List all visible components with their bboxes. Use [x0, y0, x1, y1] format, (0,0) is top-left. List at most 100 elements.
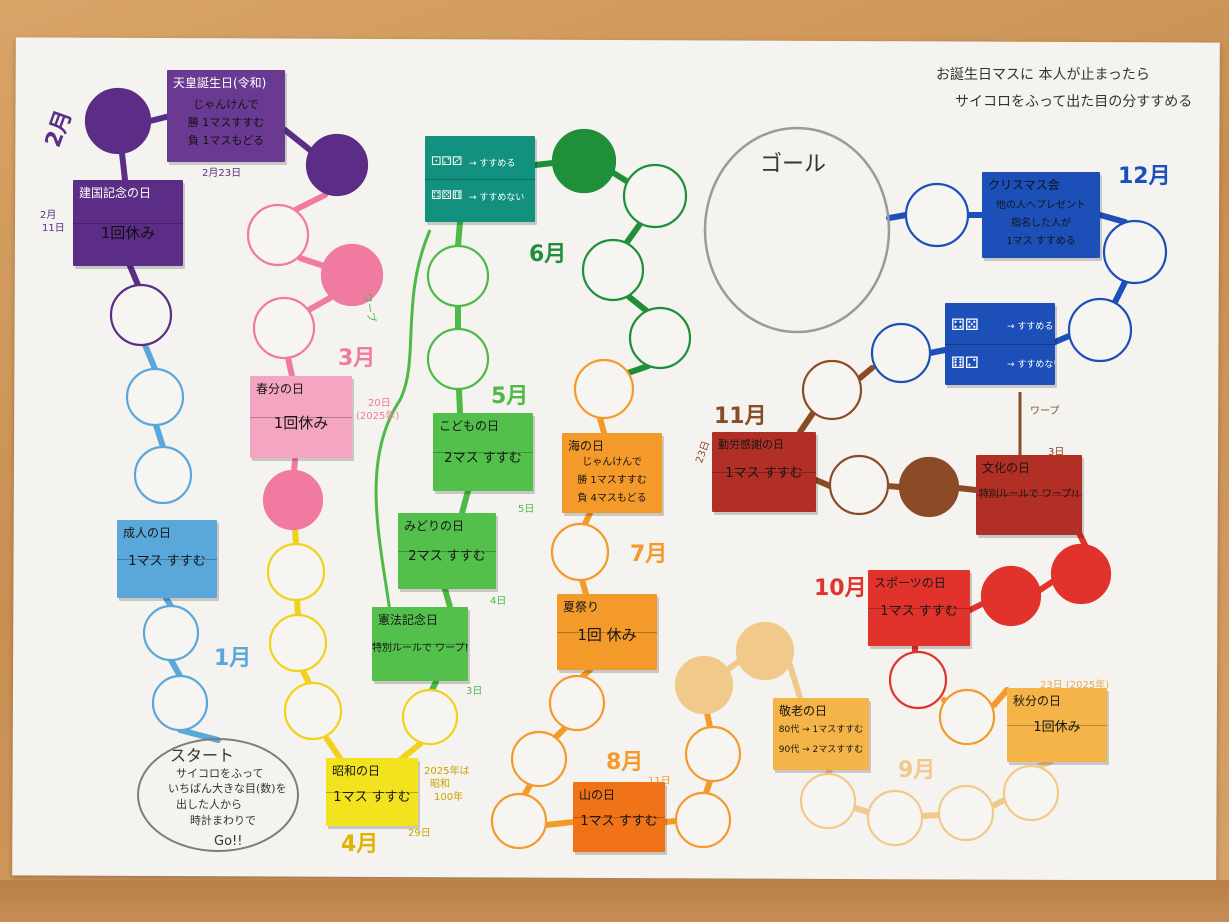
card-showa[interactable]: 昭和の日 1マス すすむ [326, 758, 418, 826]
wooden-floor [0, 880, 1229, 922]
board-space[interactable] [904, 182, 970, 248]
card-line: じゃんけんで [193, 98, 259, 111]
path-connector [919, 812, 942, 819]
card-keirou[interactable]: 敬老の日 80代 → 1マスすすむ 90代 → 2マスすすむ [773, 698, 869, 770]
path-connector [168, 657, 183, 679]
card-body: 1マス すすむ [880, 604, 958, 619]
card-dice-december[interactable]: ⚃⚄ → すすめる ⚅⚁ → すすめない [945, 303, 1055, 385]
board-space[interactable] [888, 650, 948, 710]
card-title: 天皇誕生日(令和) [173, 76, 267, 90]
path-connector [543, 819, 576, 828]
board-space[interactable] [142, 604, 200, 662]
board-space[interactable] [262, 469, 324, 531]
board-space[interactable] [674, 791, 732, 849]
board-space[interactable] [490, 792, 548, 850]
start-space[interactable] [137, 738, 299, 852]
start-line-1: サイコロをふって [176, 767, 264, 780]
board-space[interactable] [674, 655, 734, 715]
board-space[interactable] [84, 87, 152, 155]
warp-path [374, 229, 432, 613]
board-space[interactable] [548, 674, 606, 732]
card-title: 勤労感謝の日 [718, 438, 784, 451]
board-space[interactable] [426, 327, 490, 391]
path-connector [1037, 579, 1055, 593]
board-space[interactable] [283, 681, 343, 741]
card-fold [557, 632, 657, 633]
board-space[interactable] [550, 522, 610, 582]
board-space[interactable] [266, 542, 326, 602]
goal-space[interactable] [703, 126, 891, 334]
card-fold [372, 644, 468, 645]
card-line: 勝 1マスすすむ [577, 475, 647, 486]
path-connector [397, 741, 423, 763]
board-space[interactable] [133, 445, 193, 505]
path-connector [302, 295, 333, 315]
board-space[interactable] [125, 367, 185, 427]
card-tennou-birthday[interactable]: 天皇誕生日(令和) じゃんけんで 勝 1マスすすむ 負 1マスもどる [167, 70, 285, 162]
card-shubun[interactable]: 秋分の日 1回休み [1007, 688, 1107, 762]
dice-row-1: → すすめる [1007, 322, 1054, 332]
card-body: 1回休み [100, 224, 156, 242]
board-space[interactable] [1102, 219, 1168, 285]
card-title: スポーツの日 [874, 576, 946, 590]
start-line-5: Go!! [214, 834, 243, 849]
card-shunbun[interactable]: 春分の日 1回休み [250, 376, 352, 458]
board-space[interactable] [109, 283, 173, 347]
board-space[interactable] [510, 730, 568, 788]
note-nov3: 3日 [1048, 447, 1065, 458]
card-sports[interactable]: スポーツの日 1マス すすむ [868, 570, 970, 646]
card-dice-june[interactable]: ⚀⚁⚂ → すすめる ⚃⚄⚅ → すすめない [425, 136, 535, 222]
board-space[interactable] [938, 688, 996, 746]
dice-icon: ⚀⚁⚂ [431, 154, 463, 168]
board-space[interactable] [622, 163, 688, 229]
card-bunka[interactable]: 文化の日 特別ルールで ワープ!! [976, 455, 1082, 535]
rule-line-2: サイコロをふって出た目の分すすめる [955, 94, 1193, 110]
card-body: 1回休み [1033, 720, 1081, 735]
card-seijin[interactable]: 成人の日 1マス すすむ [117, 520, 217, 598]
board-space[interactable] [426, 244, 490, 308]
card-kenkoku[interactable]: 建国記念の日 1回休み [73, 180, 183, 266]
path-connector [163, 595, 174, 609]
board-space[interactable] [551, 128, 617, 194]
card-umi[interactable]: 海の日 じゃんけんで 勝 1マスすすむ 負 4マスもどる [562, 433, 662, 513]
card-midori[interactable]: みどりの日 2マス すすむ [398, 513, 496, 589]
board-space[interactable] [305, 133, 369, 197]
board-space[interactable] [937, 784, 995, 842]
rule-line-1: お誕生日マスに 本人が止まったら [936, 67, 1150, 83]
board-space[interactable] [735, 621, 795, 681]
board-space[interactable] [268, 613, 328, 673]
board-space[interactable] [573, 358, 635, 420]
card-kinro[interactable]: 勤労感謝の日 1マス すすむ [712, 432, 816, 512]
board-space[interactable] [252, 296, 316, 360]
board-space[interactable] [980, 565, 1042, 627]
path-connector [625, 293, 651, 315]
card-yama[interactable]: 山の日 1マス すすむ [573, 782, 665, 852]
board-space[interactable] [870, 322, 932, 384]
board-space[interactable] [628, 306, 692, 370]
card-kodomo[interactable]: こどもの日 2マス すすむ [433, 413, 533, 491]
board-space[interactable] [151, 674, 209, 732]
path-connector [429, 679, 439, 693]
board-space[interactable] [866, 789, 924, 847]
card-natsumatsuri[interactable]: 夏祭り 1回 休み [557, 594, 657, 670]
board-space[interactable] [246, 203, 310, 267]
board-space[interactable] [320, 243, 384, 307]
board-space[interactable] [1050, 543, 1112, 605]
path-connector [153, 422, 166, 450]
card-body: 特別ルールで ワープ!! [372, 643, 468, 654]
note-showa-a: 2025年は [424, 766, 470, 777]
card-kenpo[interactable]: 憲法記念日 特別ルールで ワープ!! [372, 607, 468, 681]
card-christmas[interactable]: クリスマス会 他の人へプレゼント 指名した人が 1マス すすめる [982, 172, 1100, 258]
board-space[interactable] [581, 238, 645, 302]
month-jan: 1月 [214, 646, 252, 671]
path-connector [459, 488, 471, 516]
board-space[interactable] [1002, 764, 1060, 822]
board-space[interactable] [898, 456, 960, 518]
board-space[interactable] [801, 359, 863, 421]
board-space[interactable] [799, 772, 857, 830]
path-connector [990, 797, 1007, 809]
board-space[interactable] [828, 454, 890, 516]
board-space[interactable] [1067, 297, 1133, 363]
board-space[interactable] [401, 688, 459, 746]
board-space[interactable] [684, 725, 742, 783]
